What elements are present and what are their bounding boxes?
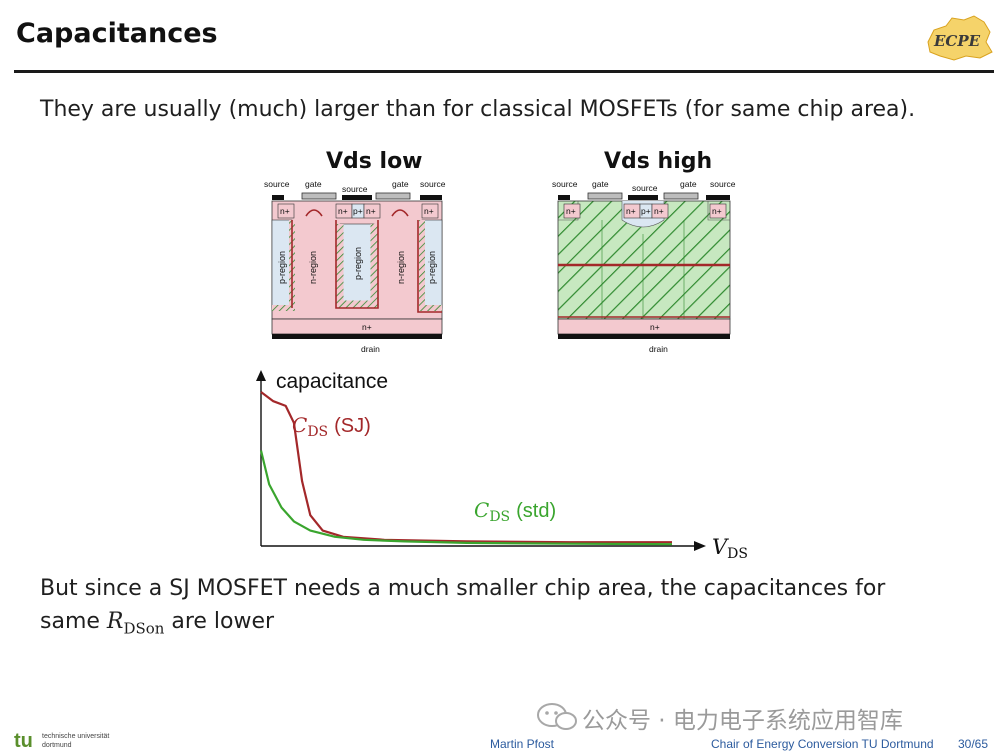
series-label-sj: CDS(SJ) [292,413,371,440]
label-source: source [552,179,578,189]
label-p-region: p-region [277,251,287,284]
cross-section-vds-low: source gate source gate source n+ n+ p+ … [264,179,446,354]
label-nplus-substrate: n+ [650,322,660,332]
label-p-region: p-region [427,251,437,284]
label-source: source [420,179,446,189]
label-nplus: n+ [338,206,348,216]
label-gate: gate [592,179,609,189]
capacitance-chart: capacitance VDS CDS(SJ) CDS(std) [256,370,748,562]
label-nplus: n+ [566,206,576,216]
page-number: 30/65 [958,737,989,751]
x-axis-label: VDS [712,535,748,562]
intro-text: They are usually (much) larger than for … [40,97,916,122]
title-divider [14,70,994,73]
label-n-region: n-region [308,251,318,284]
label-nplus: n+ [424,206,434,216]
slide-title: Capacitances [16,18,218,49]
conclusion-line-2: same RDSon are lower [40,609,274,637]
label-nplus-substrate: n+ [362,322,372,332]
x-axis-arrow [694,541,706,551]
logo-text: ECPE [933,32,981,50]
svg-text:tu: tu [14,730,33,752]
label-source: source [632,183,658,193]
label-n-region: n-region [396,251,406,284]
label-drain: drain [361,344,380,354]
series-label-std: CDS(std) [474,498,556,525]
y-axis-label: capacitance [276,370,388,393]
cross-section-vds-high: source gate source gate source n+ n+ p+ … [552,179,736,354]
series-layer [259,391,673,546]
ecpe-logo: ECPE [927,15,993,61]
svg-text:technische universität: technische universität [42,733,109,740]
label-nplus: n+ [712,206,722,216]
footer-chair: Chair of Energy Conversion TU Dortmund [711,737,934,751]
figure-right-title: Vds high [604,149,713,174]
label-p-region: p-region [353,247,363,280]
label-source: source [710,179,736,189]
series-line-std [259,450,673,546]
label-nplus: n+ [626,206,636,216]
label-gate: gate [305,179,322,189]
watermark-text: 公众号 · 电力电子系统应用智库 [582,708,903,734]
label-source: source [264,179,290,189]
y-axis-arrow [256,370,266,381]
label-drain: drain [649,344,668,354]
conclusion-prefix: same [40,609,107,634]
label-nplus: n+ [654,206,664,216]
label-gate: gate [392,179,409,189]
svg-text:dortmund: dortmund [42,742,72,749]
label-source: source [342,184,368,194]
label-gate: gate [680,179,697,189]
conclusion-line-1: But since a SJ MOSFET needs a much small… [40,576,886,601]
label-pplus: p+ [641,206,651,216]
label-pplus: p+ [353,206,363,216]
label-nplus: n+ [366,206,376,216]
series-line-sj [260,391,672,544]
footer-author: Martin Pfost [490,737,555,751]
tu-dortmund-logo: tu technische universität dortmund [14,730,109,752]
rdson-symbol: RDSon [106,609,165,638]
wechat-watermark-icon [537,703,577,730]
label-nplus: n+ [280,206,290,216]
figure-left-title: Vds low [326,149,423,174]
conclusion-suffix: are lower [164,609,275,634]
